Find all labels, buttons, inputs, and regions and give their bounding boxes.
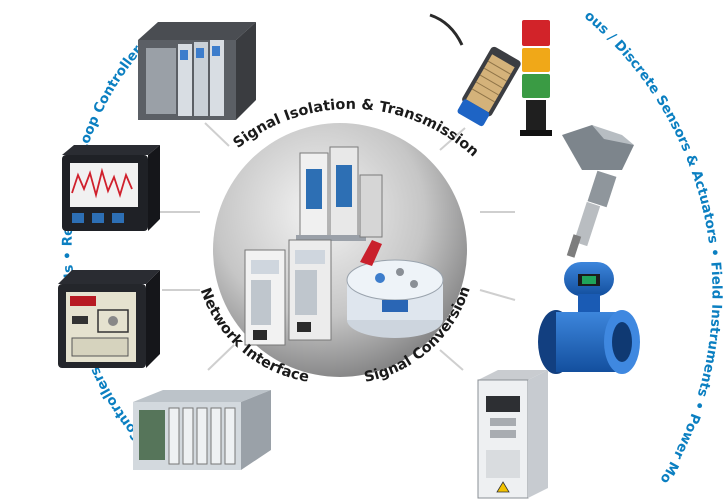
signal-isolator-modules-icon xyxy=(296,146,383,241)
proximity-sensor-icon xyxy=(429,13,521,127)
recorder-display-icon xyxy=(62,145,160,231)
separator-dot: • xyxy=(60,246,77,265)
temperature-probe-icon xyxy=(562,125,634,258)
separator-dot: • xyxy=(705,242,723,262)
plc-rack-icon xyxy=(138,22,256,120)
stack-light-icon xyxy=(520,20,552,136)
connector-lines xyxy=(160,122,516,371)
power-monitor-icon xyxy=(477,370,548,499)
signal-converter-head-icon xyxy=(346,240,444,338)
separator-dot: • xyxy=(688,394,709,416)
hmi-panel-icon xyxy=(58,270,160,368)
embedded-controller-rack-icon xyxy=(133,390,271,470)
outer-label: Field Instruments xyxy=(694,261,723,399)
flow-meter-icon xyxy=(538,262,640,374)
outer-label: DCS / PLC xyxy=(0,0,6,4)
network-interface-modules-icon xyxy=(244,239,332,346)
